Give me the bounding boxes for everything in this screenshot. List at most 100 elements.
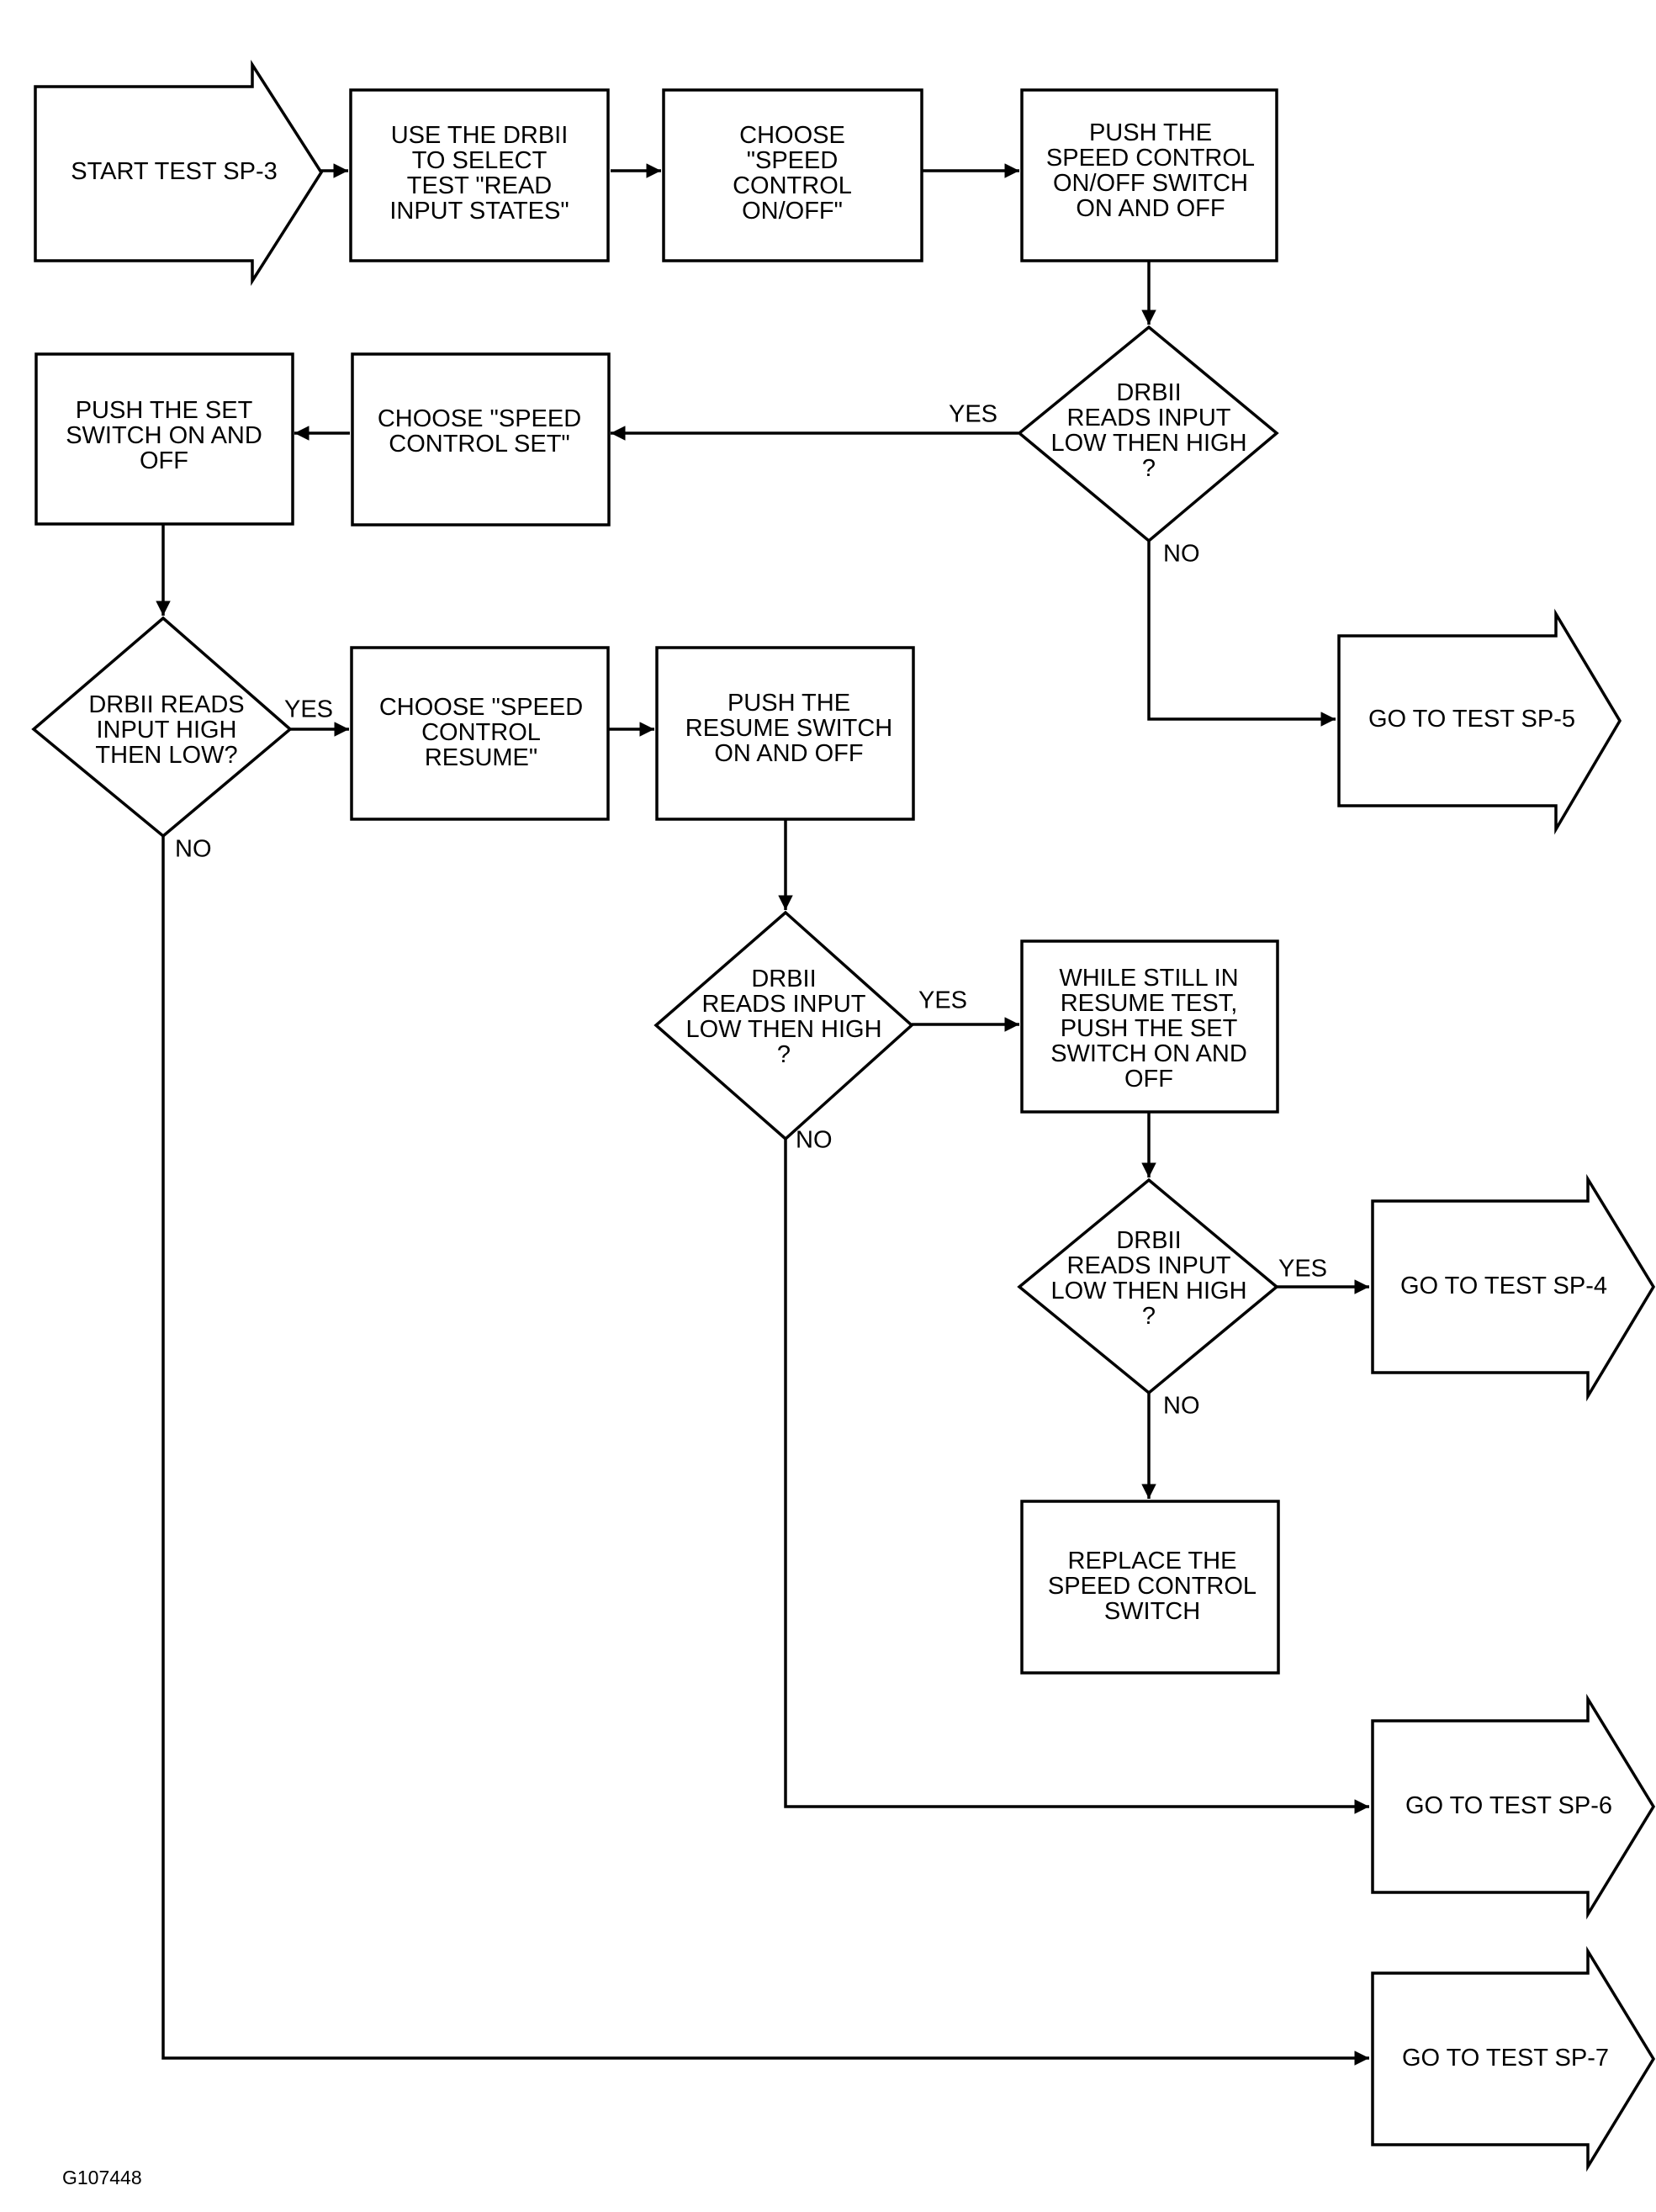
text-line: ON/OFF SWITCH bbox=[1053, 170, 1248, 197]
text-line: SPEED CONTROL bbox=[1046, 145, 1255, 172]
text-line: GO TO TEST SP-6 bbox=[1405, 1792, 1612, 1819]
text-line: GO TO TEST SP-5 bbox=[1368, 706, 1575, 733]
text-line: RESUME TEST, bbox=[1061, 990, 1238, 1017]
text-line: READS INPUT bbox=[1067, 405, 1231, 431]
decision-3-diamond bbox=[653, 910, 914, 1141]
text-line: SPEED CONTROL bbox=[1048, 1573, 1257, 1600]
choose-onoff-box bbox=[662, 88, 923, 262]
text-line: TO SELECT bbox=[412, 147, 548, 174]
text-line: RESUME SWITCH bbox=[685, 715, 893, 742]
text-line: CONTROL bbox=[733, 172, 852, 199]
text-line: DRBII READS bbox=[88, 691, 244, 718]
goto-sp5-arrow bbox=[1337, 608, 1622, 835]
text-line: TEST "READ bbox=[407, 172, 553, 199]
push-set-box bbox=[34, 352, 294, 526]
replace-switch-box bbox=[1020, 1500, 1280, 1675]
branch-labels: YES NO YES NO YES NO YES NO bbox=[175, 401, 1327, 1420]
text-line: ? bbox=[1142, 1303, 1156, 1330]
text-line: OFF bbox=[1124, 1066, 1173, 1093]
text-line: USE THE DRBII bbox=[391, 122, 569, 149]
decision-2-yes-label: YES bbox=[284, 696, 333, 723]
connector-decision-1-no bbox=[1147, 542, 1336, 727]
decision-4-diamond bbox=[1017, 1177, 1279, 1395]
text-line: SWITCH ON AND bbox=[66, 422, 262, 449]
decision-2-no-label: NO bbox=[175, 836, 212, 863]
text-line: CONTROL bbox=[421, 719, 541, 746]
goto-sp7-arrow bbox=[1371, 1945, 1656, 2172]
text-line: ? bbox=[1142, 455, 1156, 482]
text-line: REPLACE THE bbox=[1068, 1548, 1237, 1574]
text-line: DRBII bbox=[751, 966, 816, 992]
text-line: LOW THEN HIGH bbox=[1050, 1278, 1246, 1304]
while-resume-box bbox=[1020, 939, 1279, 1114]
text-line: INPUT HIGH bbox=[96, 717, 236, 744]
goto-sp7-text: GO TO TEST SP-7 bbox=[1402, 2045, 1609, 2072]
text-line: READS INPUT bbox=[1067, 1252, 1231, 1279]
text-line: GO TO TEST SP-7 bbox=[1402, 2045, 1609, 2072]
text-line: PUSH THE SET bbox=[76, 397, 253, 424]
text-line: DRBII bbox=[1116, 379, 1181, 406]
decision-3-yes-label: YES bbox=[918, 987, 967, 1014]
text-line: ON AND OFF bbox=[1076, 195, 1225, 222]
decision-3-no-label: NO bbox=[796, 1127, 833, 1154]
text-line: SWITCH ON AND bbox=[1050, 1040, 1247, 1067]
text-line: ON AND OFF bbox=[714, 740, 863, 767]
goto-sp4-text: GO TO TEST SP-4 bbox=[1400, 1273, 1607, 1299]
text-line: "SPEED bbox=[747, 147, 839, 174]
shapes bbox=[31, 60, 1656, 2172]
figure-id: G107448 bbox=[62, 2167, 142, 2188]
text-line: CHOOSE "SPEED bbox=[378, 405, 581, 432]
decision-4-yes-label: YES bbox=[1278, 1256, 1327, 1283]
decision-2-diamond bbox=[31, 616, 293, 839]
text-line: THEN LOW? bbox=[95, 742, 237, 769]
text-line: RESUME" bbox=[425, 744, 537, 771]
text-line: LOW THEN HIGH bbox=[1050, 430, 1246, 457]
goto-sp6-text: GO TO TEST SP-6 bbox=[1405, 1792, 1612, 1819]
goto-sp6-arrow bbox=[1371, 1693, 1656, 1920]
text-line: CHOOSE "SPEED bbox=[379, 694, 583, 721]
text-line: DRBII bbox=[1116, 1227, 1181, 1254]
start-arrow bbox=[34, 60, 324, 287]
goto-sp4-arrow bbox=[1371, 1173, 1656, 1402]
decision-1-yes-label: YES bbox=[949, 401, 997, 428]
push-resume-box bbox=[655, 646, 915, 821]
decision-4-no-label: NO bbox=[1163, 1393, 1200, 1420]
text-line: ? bbox=[777, 1041, 791, 1068]
choose-resume-box bbox=[350, 646, 610, 821]
connector-decision-3-no bbox=[784, 1139, 1369, 1814]
text-line: INPUT STATES" bbox=[389, 198, 569, 225]
use-drbii-box bbox=[349, 88, 610, 262]
text-line: PUSH THE bbox=[1089, 119, 1212, 146]
choose-set-box bbox=[351, 352, 611, 527]
decision-1-diamond bbox=[1017, 325, 1279, 543]
goto-sp5-text: GO TO TEST SP-5 bbox=[1368, 706, 1575, 733]
connectors bbox=[156, 163, 1369, 2066]
text-line: OFF bbox=[140, 447, 188, 474]
text-line: CHOOSE bbox=[739, 122, 845, 149]
text-line: ON/OFF" bbox=[742, 198, 843, 225]
push-onoff-box bbox=[1020, 88, 1278, 262]
text-line: PUSH THE SET bbox=[1061, 1015, 1238, 1042]
text-line: START TEST SP-3 bbox=[71, 158, 278, 185]
text-line: CONTROL SET" bbox=[389, 431, 569, 458]
text-line: READS INPUT bbox=[702, 991, 866, 1018]
text-line: WHILE STILL IN bbox=[1059, 965, 1238, 992]
decision-1-no-label: NO bbox=[1163, 541, 1200, 568]
text-line: LOW THEN HIGH bbox=[685, 1016, 881, 1043]
text-line: SWITCH bbox=[1104, 1598, 1200, 1625]
